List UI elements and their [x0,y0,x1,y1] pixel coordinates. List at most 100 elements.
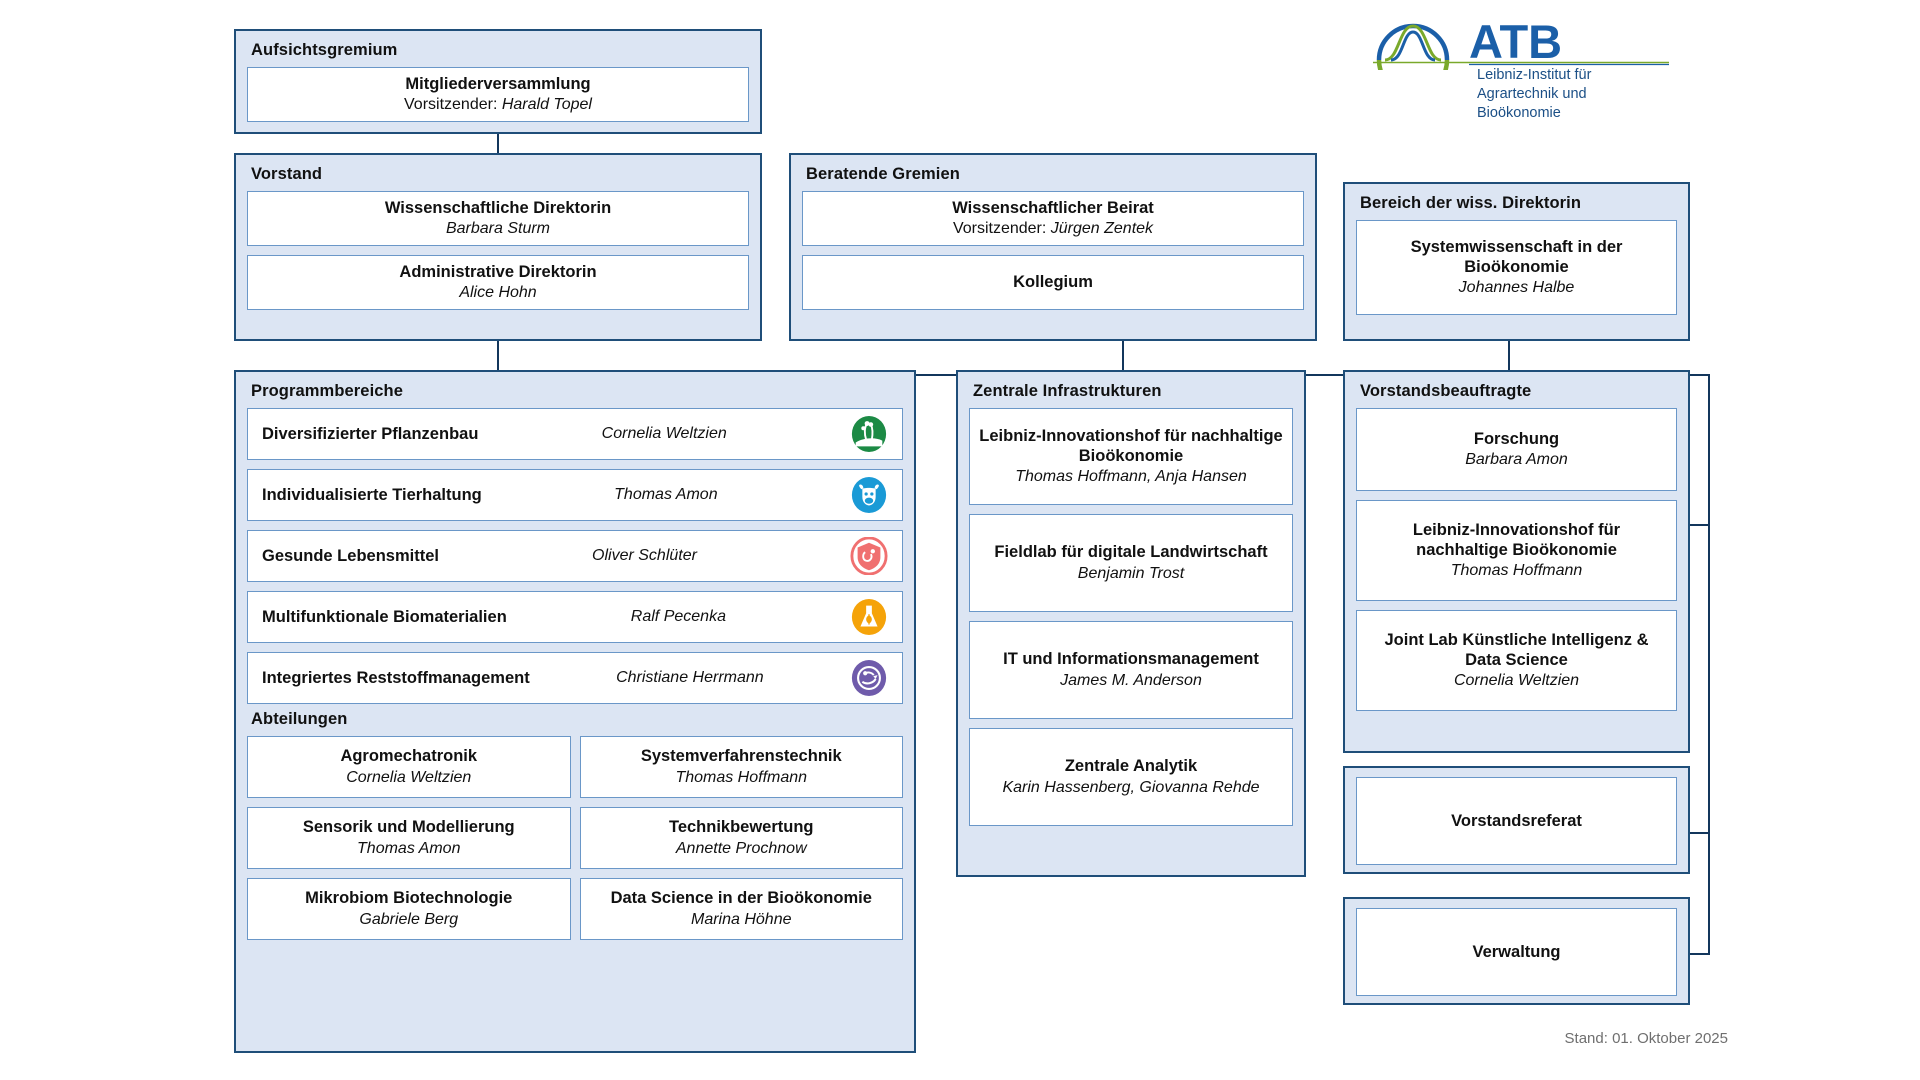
card-verwaltung[interactable]: Verwaltung [1356,908,1677,996]
card-administrative-direktorin[interactable]: Administrative Direktorin Alice Hohn [247,255,749,310]
panel-verwaltung[interactable]: Verwaltung [1343,897,1690,1005]
row-diversifizierter-pflanzenbau[interactable]: Diversifizierter Pflanzenbau Cornelia We… [247,408,903,460]
card-vorstandsreferat[interactable]: Vorstandsreferat [1356,777,1677,865]
panel-title-vorstandsbeauftragte: Vorstandsbeauftragte [1360,382,1532,400]
card-subtitle: Vorsitzender: Jürgen Zentek [953,219,1153,239]
recycle-icon [851,659,887,697]
card-title: Administrative Direktorin [399,262,597,281]
atb-logo-mark: ATB [1373,15,1669,97]
card-wissenschaftlicher-beirat[interactable]: Wissenschaftlicher Beirat Vorsitzender: … [802,191,1304,246]
panel-aufsichtsgremium[interactable]: Aufsichtsgremium Mitgliederversammlung V… [234,29,762,134]
logo-subtitle: Leibniz-Institut für Agrartechnik und Bi… [1477,66,1673,123]
panel-title-aufsichtsgremium: Aufsichtsgremium [251,41,398,59]
card-title: Leibniz-Innovationshof für nachhaltige B… [979,426,1283,465]
card-subtitle: Annette Prochnow [675,839,807,857]
logo-subtitle-line1: Leibniz-Institut für [1477,67,1592,83]
card-subtitle: Vorsitzender: Harald Topel [404,95,592,115]
card-title: Vorstandsreferat [1451,811,1582,830]
card-agromechatronik[interactable]: Agromechatronik Cornelia Weltzien [247,736,571,798]
card-subtitle-lead: Vorsitzender: [952,220,1051,238]
connector-bereich-down [1508,340,1510,375]
food-shield-icon [850,537,888,575]
row-multifunktionale-biomaterialien[interactable]: Multifunktionale Biomaterialien Ralf Pec… [247,591,903,643]
card-title: Leibniz-Innovationshof für nachhaltige B… [1412,520,1621,559]
row-title: Multifunktionale Biomaterialien [262,607,507,626]
panel-beratende-gremien[interactable]: Beratende Gremien Wissenschaftlicher Bei… [789,153,1317,341]
panel-title-zentrale-infrastrukturen: Zentrale Infrastrukturen [973,382,1162,400]
card-it-informationsmanagement[interactable]: IT und Informationsmanagement James M. A… [969,621,1293,719]
card-systemverfahrenstechnik[interactable]: Systemverfahrenstechnik Thomas Hoffmann [579,736,903,798]
card-subtitle: Thomas Hoffmann, Anja Hansen [1015,468,1247,486]
card-title: Joint Lab Künstliche Intelligenz & Data … [1384,630,1649,669]
card-wissenschaftliche-direktorin[interactable]: Wissenschaftliche Direktorin Barbara Stu… [247,191,749,246]
panel-vorstandsbeauftragte[interactable]: Vorstandsbeauftragte Forschung Barbara A… [1343,370,1690,753]
row-title: Individualisierte Tierhaltung [262,485,482,504]
connector-vorstand-down [497,340,499,375]
panel-vorstandsreferat[interactable]: Vorstandsreferat [1343,766,1690,874]
card-title: Wissenschaftlicher Beirat [952,198,1154,217]
card-mikrobiom-biotechnologie[interactable]: Mikrobiom Biotechnologie Gabriele Berg [247,878,571,940]
card-technikbewertung[interactable]: Technikbewertung Annette Prochnow [579,807,903,869]
card-leibniz-innovationshof-vb[interactable]: Leibniz-Innovationshof für nachhaltige B… [1356,500,1677,601]
card-subtitle: Karin Hassenberg, Giovanna Rehde [1002,778,1260,796]
card-data-science-biooekonomie[interactable]: Data Science in der Bioökonomie Marina H… [579,878,903,940]
card-subtitle: Gabriele Berg [359,910,459,928]
card-subtitle: Thomas Hoffmann [675,768,808,786]
panel-title-bereich-wiss-direktorin: Bereich der wiss. Direktorin [1360,194,1582,212]
card-title: Forschung [1473,429,1560,448]
card-title: Systemverfahrenstechnik [640,747,842,766]
panel-bereich-wiss-direktorin[interactable]: Bereich der wiss. Direktorin Systemwisse… [1343,182,1690,341]
card-mitgliederversammlung[interactable]: Mitgliederversammlung Vorsitzender: Hara… [247,67,749,122]
plant-icon [851,415,887,453]
atb-logo: ATB Leibniz-Institut für Agrartechnik un… [1373,14,1673,121]
card-subtitle: Johannes Halbe [1458,279,1575,297]
card-subtitle: Thomas Amon [357,839,461,857]
card-systemwissenschaft-biooekonomie[interactable]: Systemwissenschaft in der Bioökonomie Jo… [1356,220,1677,315]
logo-subtitle-line2: Agrartechnik und Bioökonomie [1477,86,1587,122]
row-person: Oliver Schlüter [592,547,697,564]
card-title: Zentrale Analytik [1064,757,1198,776]
row-individualisierte-tierhaltung[interactable]: Individualisierte Tierhaltung Thomas Amo… [247,469,903,521]
card-title: Systemwissenschaft in der Bioökonomie [1410,237,1623,276]
card-subtitle-lead: Vorsitzender: [404,96,502,114]
card-joint-lab-ki-data-science[interactable]: Joint Lab Künstliche Intelligenz & Data … [1356,610,1677,711]
card-zentrale-analytik[interactable]: Zentrale Analytik Karin Hassenberg, Giov… [969,728,1293,826]
panel-title-abteilungen: Abteilungen [251,710,348,728]
panel-zentrale-infrastrukturen[interactable]: Zentrale Infrastrukturen Leibniz-Innovat… [956,370,1306,877]
card-subtitle: Cornelia Weltzien [346,768,472,786]
card-subtitle: Alice Hohn [459,284,537,302]
atb-wordmark: ATB [1469,15,1562,68]
card-title: Technikbewertung [668,818,814,837]
row-title: Diversifizierter Pflanzenbau [262,424,479,443]
card-title: Verwaltung [1472,942,1561,961]
panel-vorstand[interactable]: Vorstand Wissenschaftliche Direktorin Ba… [234,153,762,341]
row-integriertes-reststoffmanagement[interactable]: Integriertes Reststoffmanagement Christi… [247,652,903,704]
card-subtitle-person: Jürgen Zentek [1050,220,1154,238]
card-title: Mitgliederversammlung [405,74,591,93]
panel-programmbereiche[interactable]: Programmbereiche Diversifizierter Pflanz… [234,370,916,1053]
card-kollegium[interactable]: Kollegium [802,255,1304,310]
card-title: Data Science in der Bioökonomie [610,889,872,908]
connector-beratende-down [1122,340,1124,375]
card-sensorik-und-modellierung[interactable]: Sensorik und Modellierung Thomas Amon [247,807,571,869]
card-forschung[interactable]: Forschung Barbara Amon [1356,408,1677,491]
row-person: Christiane Herrmann [616,669,764,686]
card-leibniz-innovationshof-zi[interactable]: Leibniz-Innovationshof für nachhaltige B… [969,408,1293,505]
row-person: Ralf Pecenka [630,608,726,625]
card-fieldlab-digitale-landwirtschaft[interactable]: Fieldlab für digitale Landwirtschaft Ben… [969,514,1293,612]
card-title: Mikrobiom Biotechnologie [305,889,513,908]
card-title: Kollegium [1013,273,1093,292]
card-subtitle: Benjamin Trost [1077,564,1185,582]
status-stamp: Stand: 01. Oktober 2025 [1564,1030,1728,1047]
card-subtitle: Barbara Sturm [445,220,551,238]
connector-aufsicht-vorstand [497,133,499,153]
row-gesunde-lebensmittel[interactable]: Gesunde Lebensmittel Oliver Schlüter [247,530,903,582]
panel-title-vorstand: Vorstand [251,165,323,183]
card-subtitle: Marina Höhne [691,910,792,928]
cow-icon [851,476,887,514]
flask-leaf-icon [851,598,887,636]
row-title: Gesunde Lebensmittel [262,546,439,565]
card-title: Fieldlab für digitale Landwirtschaft [994,543,1268,562]
panel-title-programmbereiche: Programmbereiche [251,382,403,400]
